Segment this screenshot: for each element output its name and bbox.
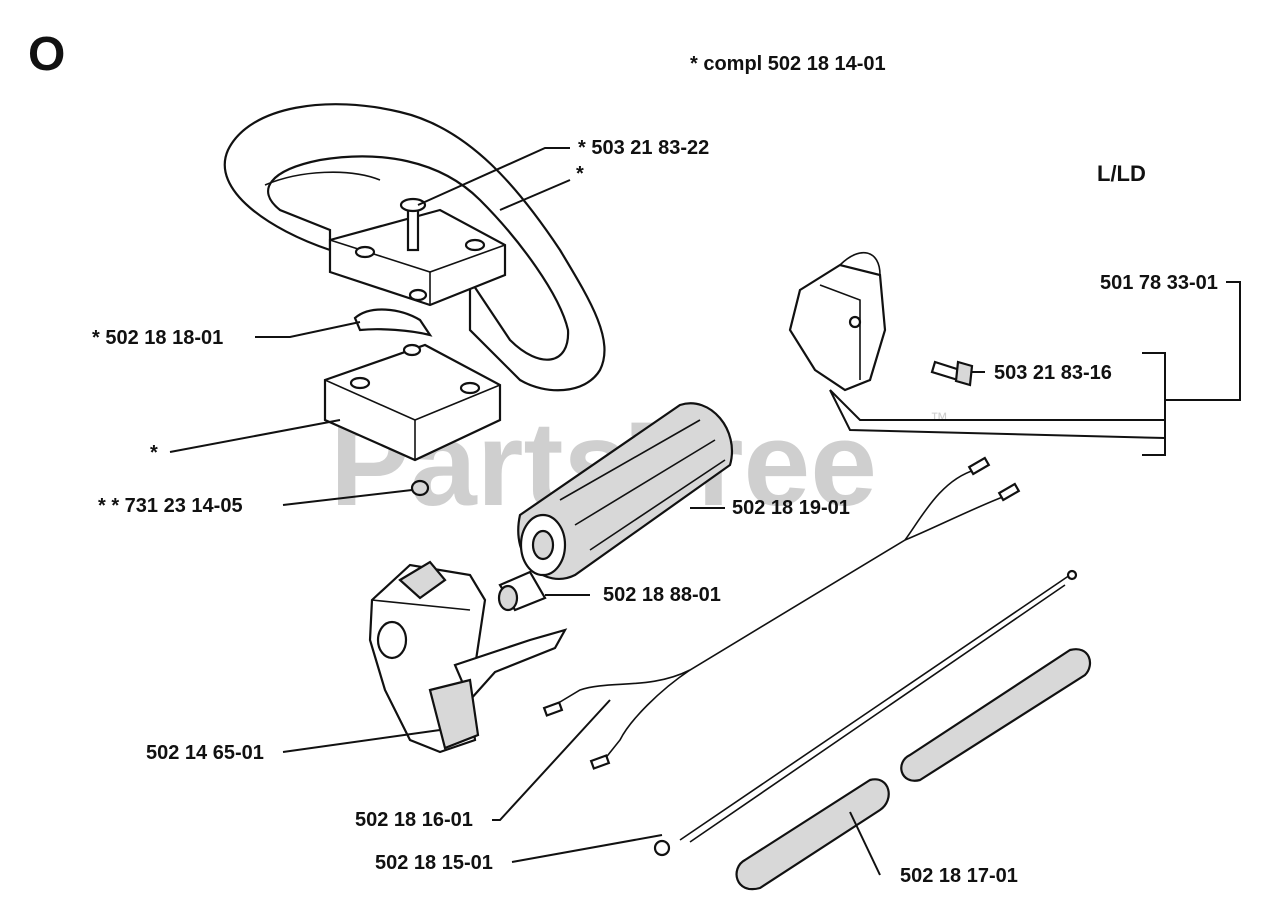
mount-bracket [788, 251, 887, 392]
wire-harness [542, 456, 1021, 770]
foam-grip-lower [735, 778, 890, 891]
callout-502-18-88-01: 502 18 88-01 [603, 584, 721, 606]
bracket-bolt [930, 360, 974, 387]
leader-c1 [417, 147, 570, 206]
leader-c5 [282, 489, 413, 506]
handle-grip [517, 402, 733, 580]
callout-731-23-14-05: * * 731 23 14-05 [98, 495, 243, 517]
callout-asterisk-clamp: * [150, 442, 158, 464]
leader-c12 [1165, 281, 1241, 401]
foam-grip-upper [900, 648, 1092, 782]
leader-c9 [492, 699, 611, 821]
callout-502-14-65-01: 502 14 65-01 [146, 742, 264, 764]
callout-502-18-19-01: 502 18 19-01 [732, 497, 850, 519]
screw-top [399, 197, 427, 252]
clamp-bottom [323, 343, 502, 462]
throttle-housing [368, 560, 568, 754]
leader-c3 [255, 321, 361, 338]
callout-asterisk-handle: * [576, 163, 584, 185]
bracket-brace [1142, 352, 1166, 456]
section-letter: O [28, 28, 65, 81]
spacer-tube [497, 570, 547, 612]
callout-502-18-16-01: 502 18 16-01 [355, 809, 473, 831]
callout-501-78-33-01: 501 78 33-01 [1100, 272, 1218, 294]
leader-c8 [282, 729, 441, 753]
leader-c10 [511, 834, 663, 863]
leader-c11 [849, 811, 881, 876]
model-tag: L/LD [1097, 161, 1146, 186]
callout-503-21-83-22: * 503 21 83-22 [578, 137, 709, 159]
nut [410, 479, 430, 497]
callout-503-21-83-16: 503 21 83-16 [994, 362, 1112, 384]
callout-502-18-18-01: * 502 18 18-01 [92, 327, 223, 349]
clamp-top [328, 208, 507, 307]
compl-note: * compl 502 18 14-01 [690, 53, 886, 75]
callout-502-18-15-01: 502 18 15-01 [375, 852, 493, 874]
throttle-cable [653, 569, 1078, 857]
callout-502-18-17-01: 502 18 17-01 [900, 865, 1018, 887]
handle-loop [223, 103, 606, 392]
leader-c2 [499, 179, 571, 211]
tube-line-bottom [829, 389, 1166, 439]
saddle-piece [353, 308, 433, 337]
tube-line-top [829, 389, 1165, 421]
leader-c4 [169, 419, 341, 453]
